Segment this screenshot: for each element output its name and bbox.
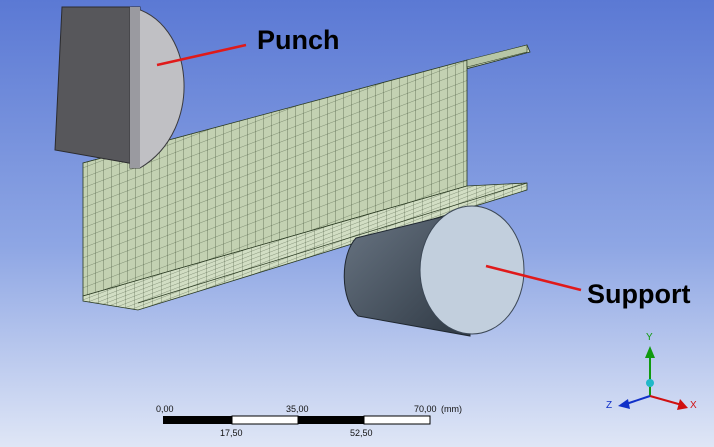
scale-tick-70: 70,00 <box>414 404 437 414</box>
scale-tick-35: 35,00 <box>286 404 309 414</box>
punch-leader-line <box>156 43 247 67</box>
punch-body <box>54 6 185 169</box>
beam-top-flange-lip <box>466 44 528 68</box>
axis-x-label: X <box>690 400 697 411</box>
support-label: Support <box>587 279 691 309</box>
scale-tick-52-5: 52,50 <box>350 428 373 438</box>
punch-label: Punch <box>257 25 340 55</box>
scale-tick-0: 0,00 <box>156 404 174 414</box>
scale-bar <box>163 415 431 425</box>
axis-y-label: Y <box>646 332 653 343</box>
scale-unit: (mm) <box>441 404 462 414</box>
coordinate-triad <box>618 346 688 410</box>
scale-tick-17-5: 17,50 <box>220 428 243 438</box>
support-body <box>343 205 525 337</box>
support-leader-line <box>485 264 582 292</box>
beam-bottom-flange <box>82 182 528 311</box>
axis-z-label: Z <box>606 400 613 411</box>
